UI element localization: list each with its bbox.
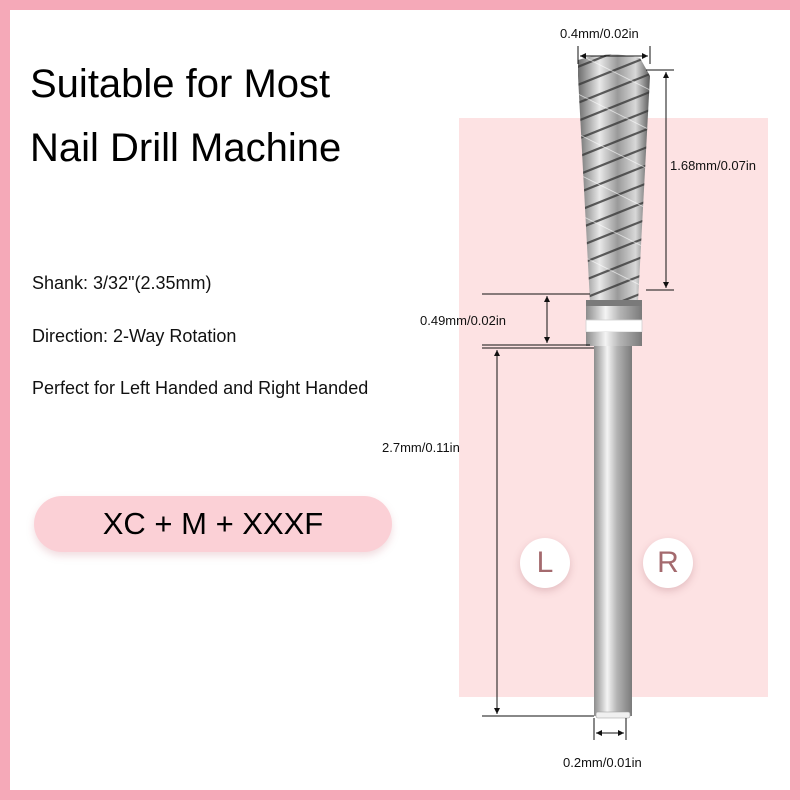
dimension-arrows — [494, 53, 669, 736]
dim-tip-diameter: 0.2mm/0.01in — [563, 755, 642, 770]
spec-handedness: Perfect for Left Handed and Right Handed — [32, 378, 369, 398]
shank-tip — [595, 711, 631, 719]
product-canvas: Suitable for Most Nail Drill Machine Sha… — [10, 10, 790, 790]
dim-top-diameter: 0.4mm/0.02in — [560, 26, 639, 41]
drill-collar-top — [586, 300, 642, 306]
rotation-right-circle: R — [643, 538, 693, 588]
dim-head-length: 1.68mm/0.07in — [670, 158, 756, 173]
dimension-lines — [482, 46, 674, 740]
rotation-left-circle: L — [520, 538, 570, 588]
grit-badge: XC + M + XXXF — [34, 496, 392, 552]
drill-neck — [586, 332, 642, 346]
drill-shank — [594, 346, 632, 716]
dim-neck-length: 0.49mm/0.02in — [420, 313, 506, 328]
spec-shank: Shank: 3/32"(2.35mm) — [32, 273, 212, 293]
drill-bit-drawing — [482, 46, 674, 740]
page-title: Suitable for Most Nail Drill Machine — [30, 52, 341, 180]
title-line-1: Suitable for Most — [30, 62, 331, 106]
white-band — [585, 319, 643, 333]
drill-collar — [586, 306, 642, 320]
drill-head — [578, 54, 650, 302]
spec-direction: Direction: 2-Way Rotation — [32, 326, 237, 346]
title-line-2: Nail Drill Machine — [30, 126, 342, 170]
dim-shank-length: 2.7mm/0.11in — [382, 440, 460, 455]
